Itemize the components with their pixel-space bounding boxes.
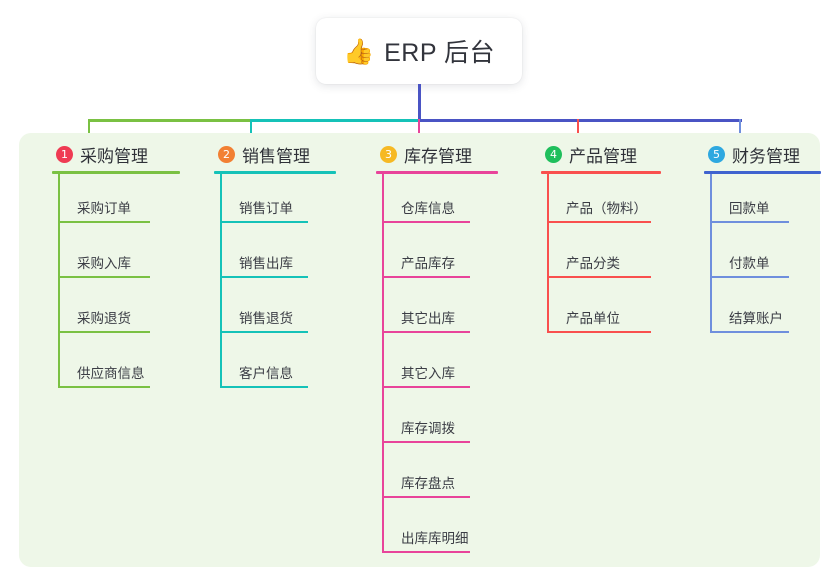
leaf-item[interactable]: 供应商信息 bbox=[58, 366, 150, 388]
page-title: ERP 后台 bbox=[384, 39, 496, 67]
leaf-item-label: 销售退货 bbox=[239, 311, 293, 326]
connector-trunk bbox=[418, 84, 421, 122]
leaf-item[interactable]: 产品分类 bbox=[547, 256, 651, 278]
leaf-underline bbox=[382, 221, 470, 223]
root-title-card: 👍 ERP 后台 bbox=[316, 18, 522, 84]
column-header-3[interactable]: 3 库存管理 bbox=[362, 139, 472, 169]
leaf-item-label: 付款单 bbox=[729, 256, 770, 271]
leaf-item[interactable]: 结算账户 bbox=[710, 311, 789, 333]
leaf-item[interactable]: 付款单 bbox=[710, 256, 789, 278]
leaf-underline bbox=[58, 221, 150, 223]
connector-bus-blue bbox=[418, 119, 742, 122]
column-title: 财务管理 bbox=[732, 146, 800, 166]
leaf-item-label: 供应商信息 bbox=[77, 366, 145, 381]
column-title: 销售管理 bbox=[242, 146, 310, 166]
connector-bus-green bbox=[88, 119, 251, 122]
column-title: 产品管理 bbox=[569, 146, 637, 166]
leaf-underline bbox=[547, 276, 651, 278]
column-number-badge: 3 bbox=[380, 145, 397, 163]
leaf-item-label: 产品（物料） bbox=[566, 201, 647, 216]
column-number-badge: 2 bbox=[218, 145, 235, 163]
leaf-item[interactable]: 回款单 bbox=[710, 201, 789, 223]
leaf-underline bbox=[220, 386, 308, 388]
leaf-item-label: 采购入库 bbox=[77, 256, 131, 271]
leaf-underline bbox=[547, 221, 651, 223]
column-underline bbox=[376, 171, 498, 174]
leaf-item[interactable]: 出库库明细 bbox=[382, 531, 470, 553]
column-spine bbox=[382, 174, 384, 553]
column-underline bbox=[214, 171, 336, 174]
leaf-underline bbox=[710, 221, 789, 223]
leaf-underline bbox=[710, 331, 789, 333]
leaf-underline bbox=[58, 331, 150, 333]
leaf-underline bbox=[220, 221, 308, 223]
column-header-2[interactable]: 2 销售管理 bbox=[200, 139, 310, 169]
leaf-item-label: 其它出库 bbox=[401, 311, 455, 326]
leaf-item-label: 回款单 bbox=[729, 201, 770, 216]
leaf-item[interactable]: 产品单位 bbox=[547, 311, 651, 333]
leaf-underline bbox=[58, 386, 150, 388]
column-number-badge: 1 bbox=[56, 145, 73, 163]
column-header-1[interactable]: 1 采购管理 bbox=[38, 139, 148, 169]
leaf-item[interactable]: 仓库信息 bbox=[382, 201, 470, 223]
leaf-item-label: 库存盘点 bbox=[401, 476, 455, 491]
leaf-underline bbox=[58, 276, 150, 278]
leaf-item-label: 仓库信息 bbox=[401, 201, 455, 216]
leaf-underline bbox=[382, 551, 470, 553]
leaf-underline bbox=[382, 386, 470, 388]
leaf-item[interactable]: 采购入库 bbox=[58, 256, 150, 278]
column-header-4[interactable]: 4 产品管理 bbox=[527, 139, 637, 169]
leaf-item-label: 产品单位 bbox=[566, 311, 620, 326]
column-spine bbox=[58, 174, 60, 388]
leaf-item[interactable]: 销售退货 bbox=[220, 311, 308, 333]
leaf-item[interactable]: 库存盘点 bbox=[382, 476, 470, 498]
leaf-item[interactable]: 其它出库 bbox=[382, 311, 470, 333]
leaf-item[interactable]: 库存调拨 bbox=[382, 421, 470, 443]
leaf-underline bbox=[382, 331, 470, 333]
thumbs-up-icon: 👍 bbox=[342, 37, 375, 66]
column-spine bbox=[547, 174, 549, 333]
leaf-underline bbox=[382, 496, 470, 498]
leaf-item[interactable]: 采购退货 bbox=[58, 311, 150, 333]
column-title: 库存管理 bbox=[404, 146, 472, 166]
leaf-item-label: 采购退货 bbox=[77, 311, 131, 326]
leaf-underline bbox=[547, 331, 651, 333]
leaf-underline bbox=[382, 276, 470, 278]
leaf-item-label: 客户信息 bbox=[239, 366, 293, 381]
connector-bus-teal bbox=[251, 119, 419, 122]
leaf-item[interactable]: 客户信息 bbox=[220, 366, 308, 388]
leaf-underline bbox=[220, 276, 308, 278]
leaf-item-label: 销售订单 bbox=[239, 201, 293, 216]
column-title: 采购管理 bbox=[80, 146, 148, 166]
column-spine bbox=[220, 174, 222, 388]
leaf-item[interactable]: 产品库存 bbox=[382, 256, 470, 278]
leaf-item-label: 产品分类 bbox=[566, 256, 620, 271]
leaf-item-label: 库存调拨 bbox=[401, 421, 455, 436]
leaf-item-label: 结算账户 bbox=[729, 311, 783, 326]
leaf-item-label: 出库库明细 bbox=[401, 531, 469, 546]
column-number-badge: 4 bbox=[545, 145, 562, 163]
leaf-item[interactable]: 销售订单 bbox=[220, 201, 308, 223]
leaf-underline bbox=[710, 276, 789, 278]
leaf-underline bbox=[382, 441, 470, 443]
leaf-item[interactable]: 采购订单 bbox=[58, 201, 150, 223]
leaf-underline bbox=[220, 331, 308, 333]
leaf-item[interactable]: 产品（物料） bbox=[547, 201, 651, 223]
column-spine bbox=[710, 174, 712, 333]
column-number-badge: 5 bbox=[708, 145, 725, 163]
modules-panel: 1 采购管理采购订单采购入库采购退货供应商信息 2 销售管理销售订单销售出库销售退货客… bbox=[19, 133, 821, 567]
column-underline bbox=[541, 171, 661, 174]
leaf-item[interactable]: 其它入库 bbox=[382, 366, 470, 388]
column-underline bbox=[704, 171, 821, 174]
column-underline bbox=[52, 171, 180, 174]
column-header-5[interactable]: 5 财务管理 bbox=[690, 139, 800, 169]
leaf-item-label: 其它入库 bbox=[401, 366, 455, 381]
leaf-item-label: 产品库存 bbox=[401, 256, 455, 271]
leaf-item[interactable]: 销售出库 bbox=[220, 256, 308, 278]
leaf-item-label: 销售出库 bbox=[239, 256, 293, 271]
leaf-item-label: 采购订单 bbox=[77, 201, 131, 216]
